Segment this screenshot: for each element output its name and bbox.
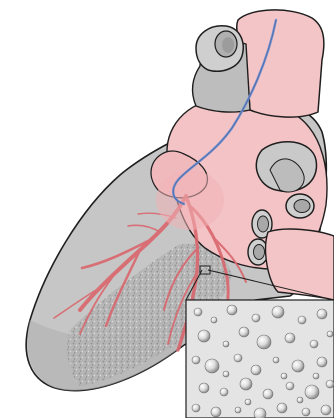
microsphere: [194, 308, 202, 316]
microsphere: [235, 407, 241, 413]
microsphere: [317, 309, 327, 319]
microsphere: [199, 383, 209, 393]
microsphere: [305, 385, 319, 399]
microsphere: [192, 356, 200, 364]
microsphere: [205, 359, 219, 373]
microsphere: [326, 380, 334, 388]
microsphere: [211, 317, 217, 323]
microsphere: [281, 373, 287, 379]
microsphere: [302, 408, 310, 416]
target-region-highlight: [156, 170, 224, 230]
microsphere: [192, 404, 200, 412]
microsphere: [254, 408, 266, 418]
microsphere: [220, 388, 228, 396]
microsphere: [317, 357, 327, 367]
microsphere: [257, 335, 271, 349]
microsphere: [198, 330, 210, 342]
microsphere-inset: [186, 300, 334, 418]
microsphere: [327, 331, 333, 337]
microsphere: [245, 399, 251, 405]
microsphere: [211, 407, 221, 417]
microsphere: [239, 327, 249, 337]
microsphere: [251, 365, 261, 375]
microsphere: [273, 357, 279, 363]
microsphere: [234, 354, 242, 362]
microsphere: [298, 316, 306, 324]
microsphere: [285, 333, 295, 343]
microsphere: [223, 371, 229, 377]
microsphere: [272, 306, 284, 318]
microsphere: [286, 382, 294, 390]
microsphere: [277, 403, 287, 413]
microsphere: [263, 389, 273, 399]
microsphere: [321, 405, 331, 415]
microsphere: [223, 341, 229, 347]
microsphere: [227, 305, 237, 315]
microsphere: [297, 397, 303, 403]
vessel-opening-top-left: [196, 26, 243, 71]
microsphere: [292, 360, 304, 372]
descending-vessel: [266, 229, 334, 300]
microsphere: [240, 378, 252, 390]
microsphere: [252, 314, 260, 322]
microsphere: [310, 340, 318, 348]
microsphere: [313, 373, 319, 379]
